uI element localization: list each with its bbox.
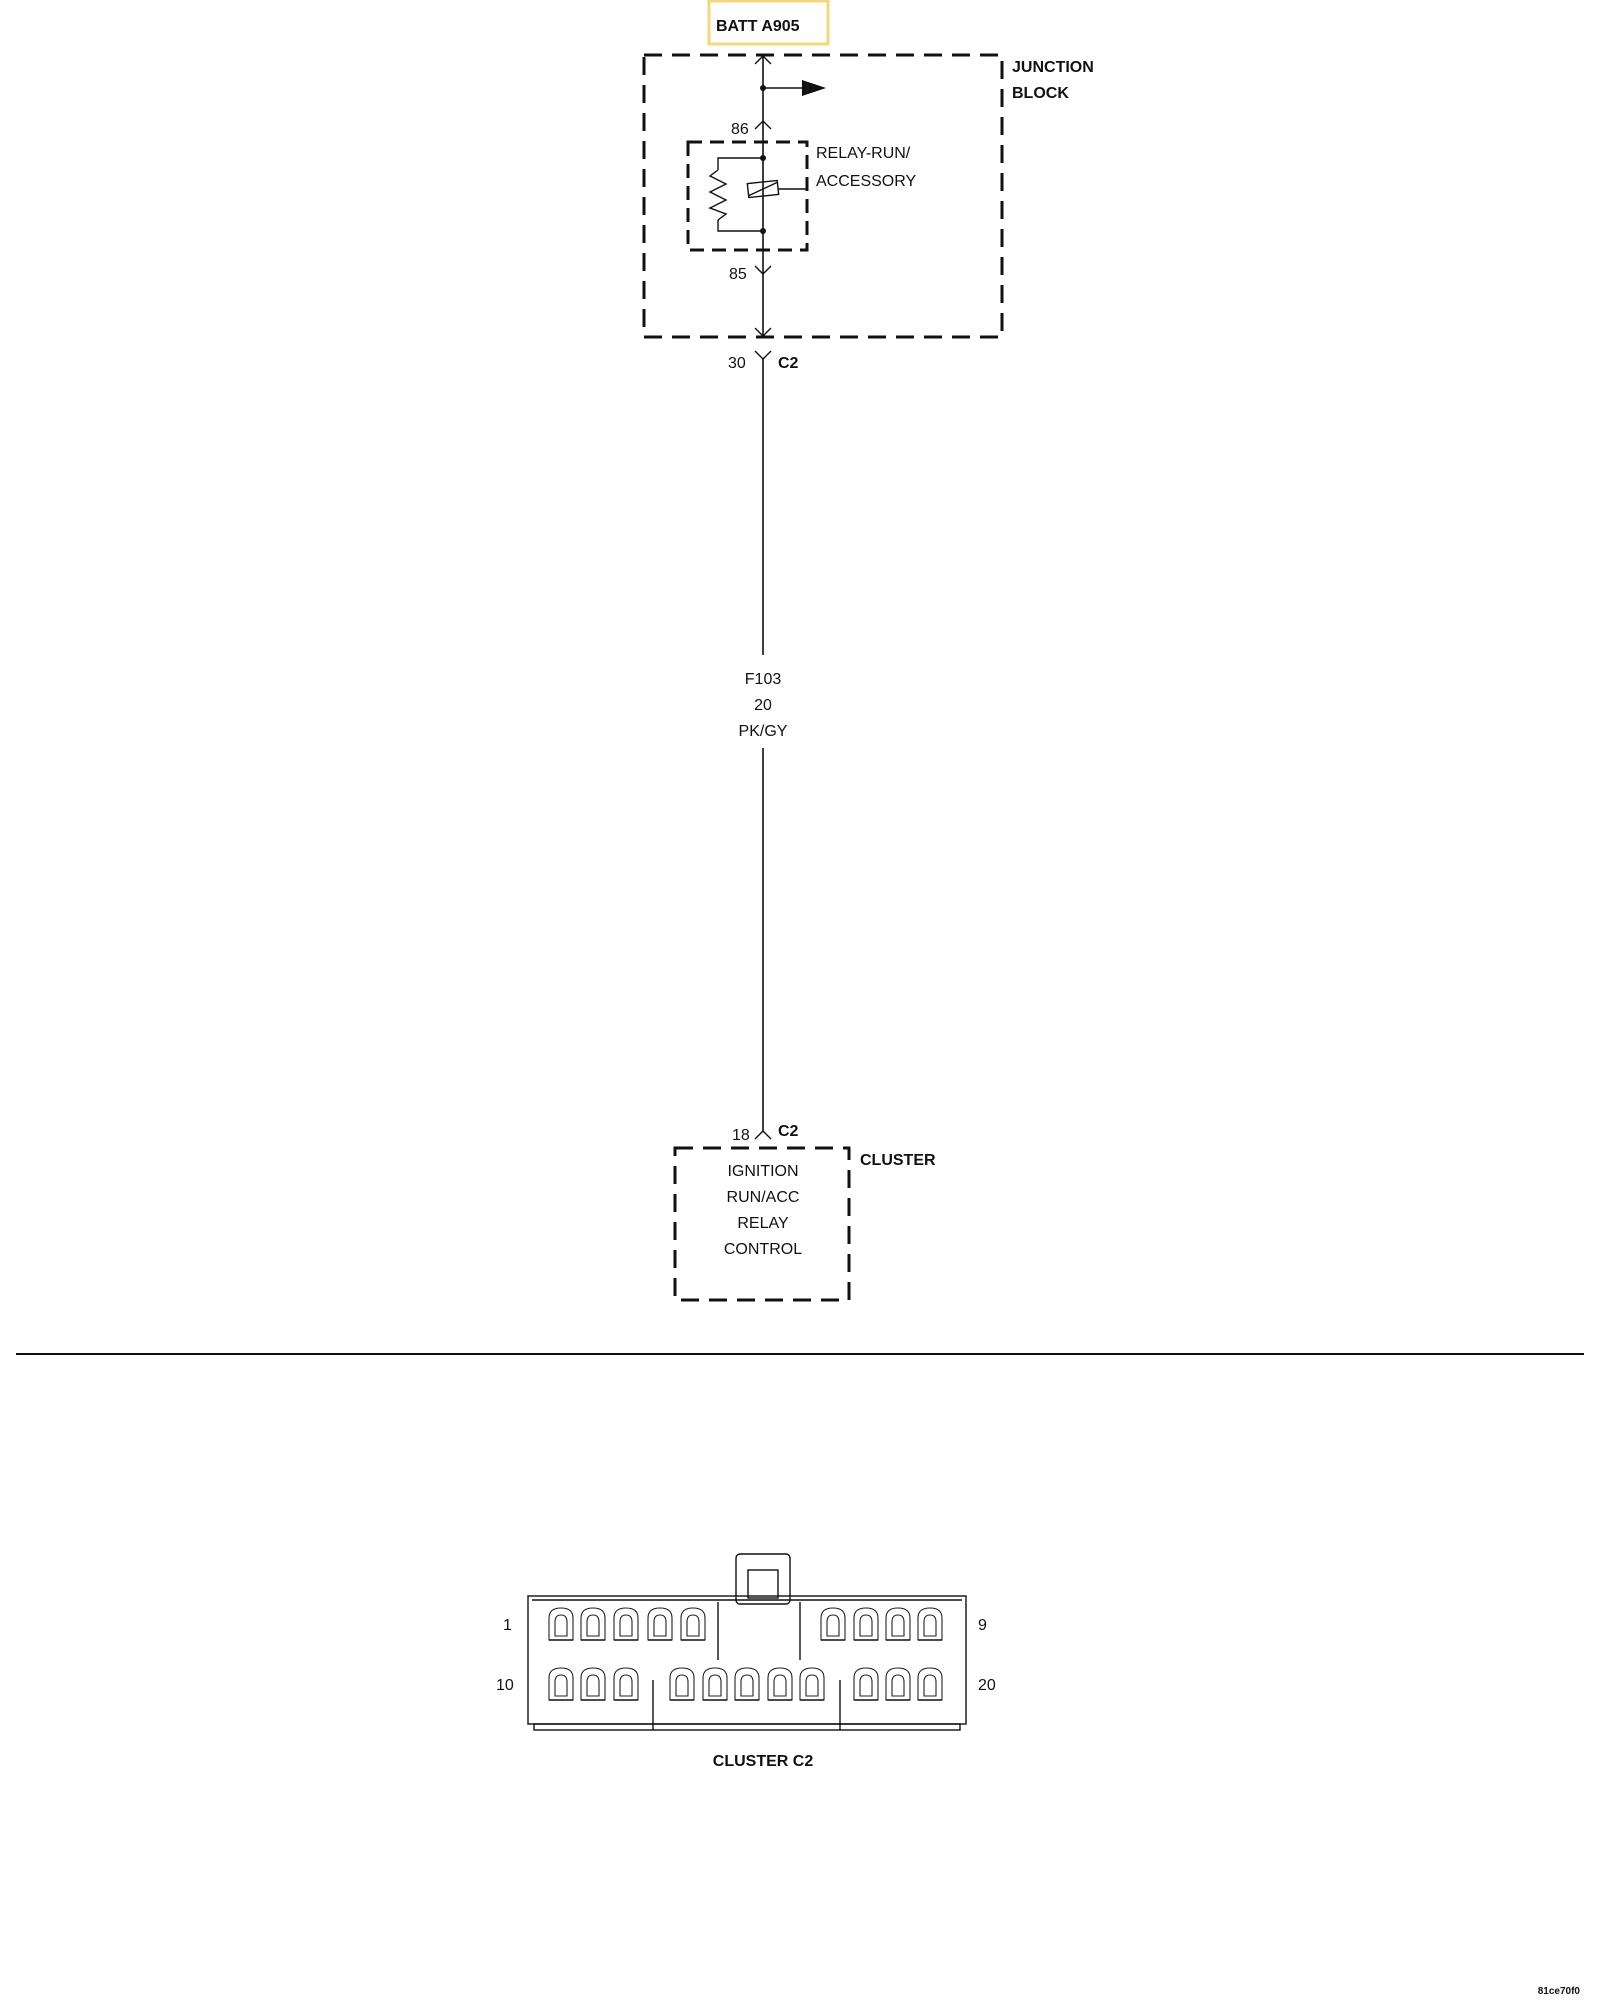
wire-color-label: PK/GY — [739, 723, 788, 740]
cluster-boundary — [673, 1146, 851, 1302]
pin-cavity — [669, 1667, 695, 1701]
pin-cavity — [885, 1607, 911, 1641]
junction-block-label-2: BLOCK — [1012, 85, 1069, 102]
c2-top-chevron — [754, 350, 772, 360]
connector-latch — [735, 1553, 791, 1605]
cluster-function-line-4: CONTROL — [724, 1241, 802, 1258]
pin-cavity — [613, 1667, 639, 1701]
coil-lead-top — [717, 157, 763, 170]
connector-base-lip — [533, 1723, 961, 1731]
pin-cavity — [702, 1667, 728, 1701]
coil-zigzag — [708, 169, 728, 221]
pin-cavity — [853, 1667, 879, 1701]
source-label-box[interactable] — [707, 0, 830, 46]
cluster-function-line-3: RELAY — [737, 1215, 789, 1232]
connector-pin-label-9: 9 — [978, 1617, 987, 1634]
c2-bottom-pin-label: 18 — [732, 1127, 750, 1144]
connector-view-title: CLUSTER C2 — [713, 1753, 814, 1770]
connector-pin-label-1: 1 — [503, 1617, 512, 1634]
relay-label-1: RELAY-RUN/ — [816, 145, 911, 162]
connector-pin-label-20: 20 — [978, 1677, 996, 1694]
junction-block-boundary — [642, 53, 1004, 339]
pin-86-chevron — [754, 120, 772, 130]
relay-label-2: ACCESSORY — [816, 173, 917, 190]
relay-coil-slash — [747, 181, 779, 197]
c2-bottom-name: C2 — [778, 1123, 799, 1140]
pin-cavity — [917, 1607, 943, 1641]
c2-top-name: C2 — [778, 355, 799, 372]
pin-cavity — [820, 1607, 846, 1641]
wire-gauge-label: 20 — [754, 697, 772, 714]
coil-lead-bottom — [717, 220, 763, 232]
pin-cavity — [647, 1607, 673, 1641]
pin-cavity — [680, 1607, 706, 1641]
junction-block-label-1: JUNCTION — [1012, 59, 1094, 76]
pin-85-chevron — [754, 265, 772, 275]
pin-cavity — [799, 1667, 825, 1701]
pin-cavity — [767, 1667, 793, 1701]
junction-exit-chevron — [754, 327, 772, 337]
pin-cavity — [917, 1667, 943, 1701]
pin-cavity — [548, 1667, 574, 1701]
pin-cavity — [734, 1667, 760, 1701]
connector-pin-cavities — [548, 1607, 943, 1701]
relay-boundary — [686, 140, 809, 252]
pin-cavity — [548, 1607, 574, 1641]
pin-cavity — [613, 1607, 639, 1641]
cluster-c2-connector-view — [527, 1553, 967, 1731]
figure-id: 81ce70f0 — [1538, 1986, 1581, 1997]
pin-cavity — [580, 1607, 606, 1641]
source-label: BATT A905 — [716, 18, 800, 35]
cluster-function-line-2: RUN/ACC — [727, 1189, 800, 1206]
cluster-label: CLUSTER — [860, 1152, 936, 1169]
pin-cavity — [885, 1667, 911, 1701]
connector-pin-label-10: 10 — [496, 1677, 514, 1694]
branch-arrow-icon — [802, 80, 826, 96]
pin-cavity — [580, 1667, 606, 1701]
entry-chevron — [754, 55, 772, 65]
pin-cavity — [853, 1607, 879, 1641]
c2-bottom-chevron — [754, 1130, 772, 1140]
pin-85-label: 85 — [729, 266, 747, 283]
cluster-function-line-1: IGNITION — [727, 1163, 798, 1180]
wire-circuit-label: F103 — [745, 671, 782, 688]
relay-coil-icon — [746, 179, 780, 199]
pin-86-label: 86 — [731, 121, 749, 138]
c2-top-pin-label: 30 — [728, 355, 746, 372]
connector-latch-window — [747, 1569, 779, 1599]
